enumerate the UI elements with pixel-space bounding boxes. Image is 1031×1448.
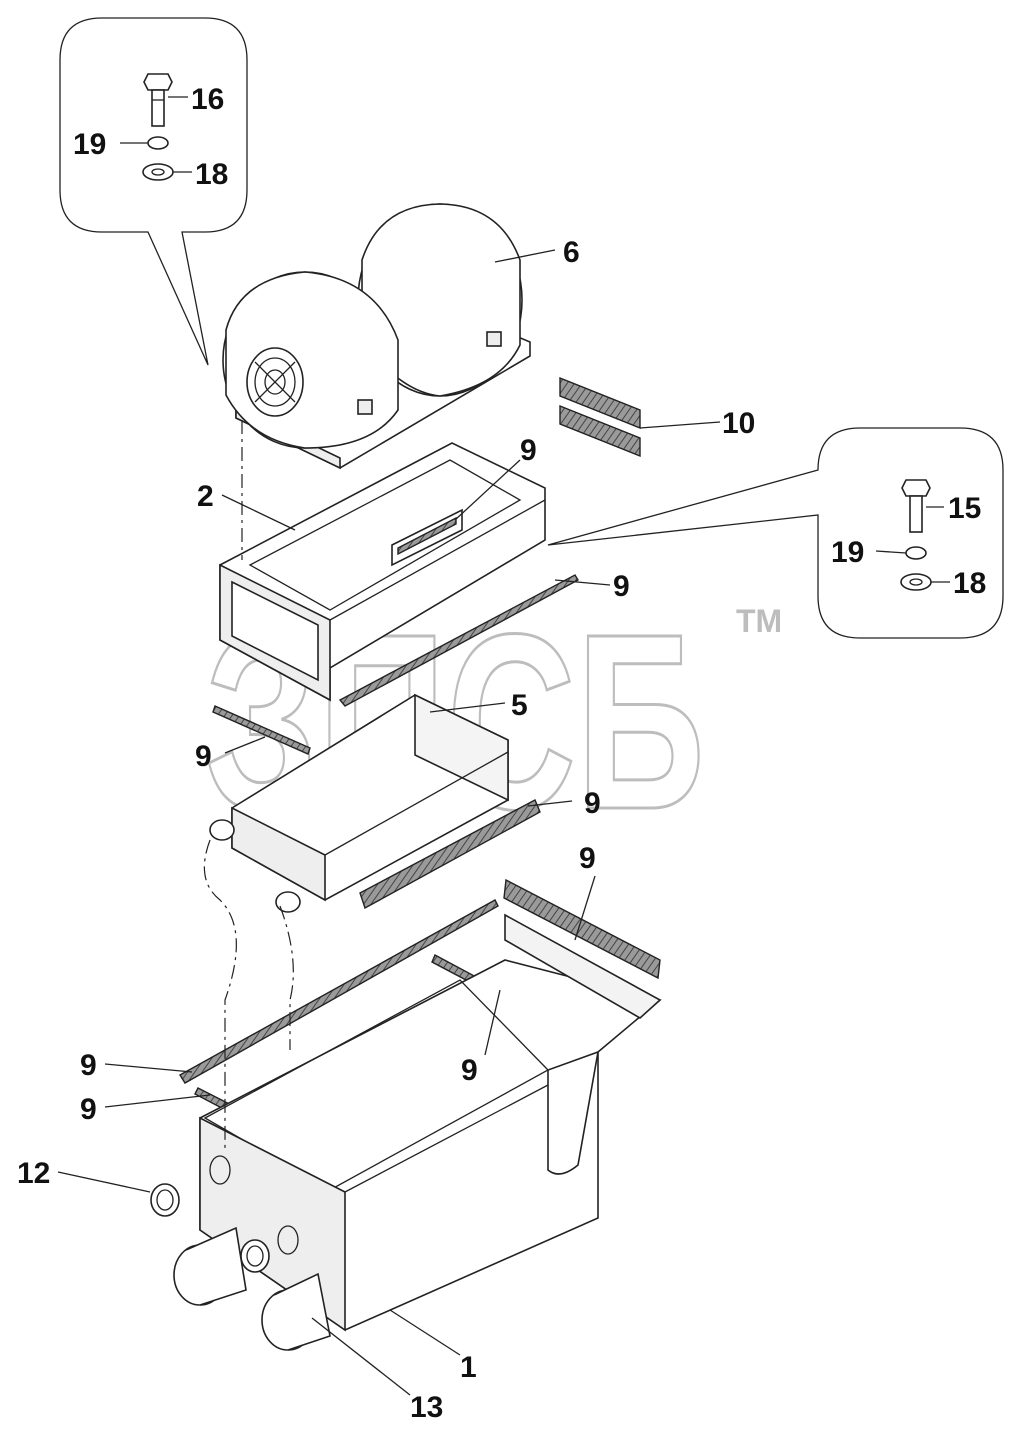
flat-washer-icon-2	[900, 573, 932, 591]
blower-fan-assembly	[222, 203, 531, 470]
callout-13: 13	[410, 1391, 443, 1424]
callout-15: 15	[948, 492, 981, 525]
callout-10: 10	[722, 407, 755, 440]
bolt-icon	[143, 73, 173, 127]
alignment-lines	[203, 420, 294, 1150]
callout-2: 2	[197, 480, 214, 513]
lock-washer-icon-2	[905, 546, 927, 560]
detail-bubble-top-left	[59, 17, 248, 366]
callout-9-housing-front: 9	[80, 1093, 97, 1126]
frame-housing	[219, 442, 546, 702]
callout-19-top: 19	[73, 128, 106, 161]
callout-16: 16	[191, 83, 224, 116]
bolt-icon-2	[901, 479, 931, 533]
callout-18-top: 18	[195, 158, 228, 191]
callout-9-housing-top: 9	[80, 1049, 97, 1082]
callout-labels: 16 19 18 6 10 9 2 15 19 9 18 5 9 9 9 9 9…	[17, 83, 986, 1424]
callout-9-housing-back: 9	[579, 842, 596, 875]
lock-washer-icon	[147, 136, 169, 150]
watermark-tm: TM	[736, 603, 782, 639]
callout-18-right: 18	[953, 567, 986, 600]
callout-12: 12	[17, 1157, 50, 1190]
heater-housing-body	[150, 913, 662, 1351]
callout-9-core-right: 9	[584, 787, 601, 820]
callout-9-frame-side: 9	[613, 570, 630, 603]
seal-strips-10	[559, 376, 641, 458]
leader-lines	[57, 249, 721, 1396]
heat-exchanger-core	[209, 693, 509, 913]
flat-washer-icon	[142, 163, 174, 181]
callout-5: 5	[511, 689, 528, 722]
callout-9-frame-top: 9	[520, 434, 537, 467]
callout-1: 1	[460, 1351, 477, 1384]
callout-6: 6	[563, 236, 580, 269]
detail-bubble-right	[547, 427, 1004, 639]
callout-9-housing-inner: 9	[461, 1054, 478, 1087]
callout-19-right: 19	[831, 536, 864, 569]
callout-9-core-left: 9	[195, 740, 212, 773]
